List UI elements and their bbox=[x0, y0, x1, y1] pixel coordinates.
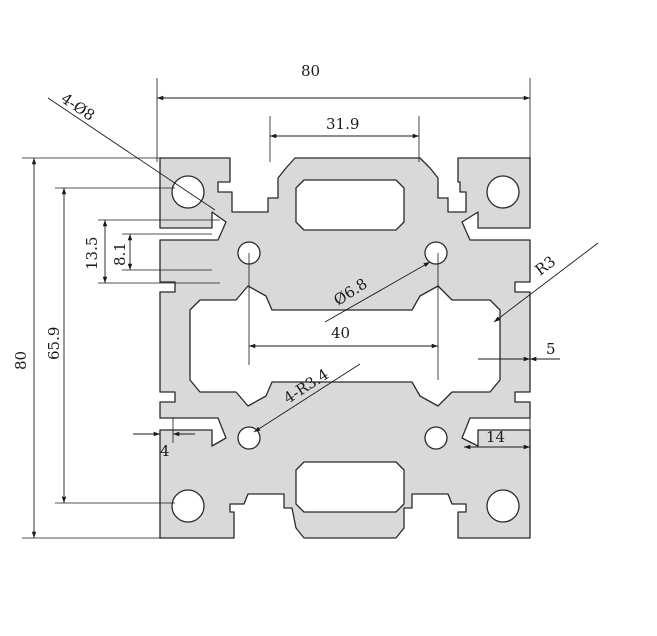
corner-hole-bottom-right bbox=[486, 489, 520, 523]
dim-top-slot: 31.9 bbox=[269, 115, 420, 162]
center-hole-bottom-left bbox=[237, 426, 261, 450]
profile-outline bbox=[159, 157, 531, 539]
dim-width-overall: 80 bbox=[156, 62, 531, 162]
dim-slot-inner: 8.1 bbox=[111, 233, 212, 271]
dim-slot-opening: 13.5 bbox=[83, 219, 220, 284]
label-slot-opening: 13.5 bbox=[83, 237, 101, 270]
dim-wall-4: 4 bbox=[133, 418, 195, 460]
label-wall-4: 4 bbox=[160, 442, 170, 460]
label-wall-5: 5 bbox=[546, 340, 556, 358]
dim-wall-5: 5 bbox=[478, 340, 560, 362]
label-side-slot: 65.9 bbox=[45, 327, 63, 360]
label-slot-14: 14 bbox=[486, 428, 505, 446]
label-width-overall: 80 bbox=[301, 62, 320, 80]
center-hole-top-right bbox=[424, 241, 448, 265]
dim-height-overall: 80 bbox=[12, 157, 165, 539]
corner-hole-top-right bbox=[486, 175, 520, 209]
label-center-spacing: 40 bbox=[331, 324, 350, 342]
label-slot-inner: 8.1 bbox=[111, 242, 129, 266]
corner-hole-bottom-left bbox=[171, 489, 205, 523]
dim-slot-14: 14 bbox=[464, 418, 531, 455]
label-height-overall: 80 bbox=[12, 351, 30, 370]
dim-side-slot: 65.9 bbox=[45, 187, 175, 504]
center-hole-bottom-right bbox=[424, 426, 448, 450]
label-top-slot: 31.9 bbox=[326, 115, 359, 133]
label-corner-holes: 4-Ø8 bbox=[58, 89, 98, 124]
dim-center-spacing: 40 bbox=[248, 253, 439, 380]
